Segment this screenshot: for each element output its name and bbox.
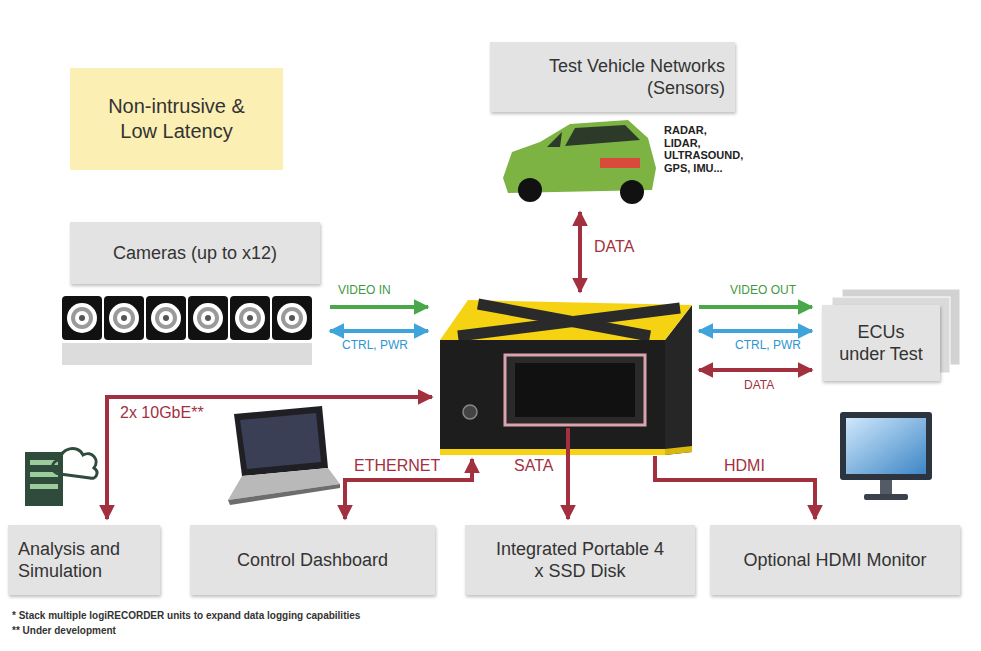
camera-icon xyxy=(272,296,312,340)
footnote: * Stack multiple logiRECORDER units to e… xyxy=(12,610,360,622)
device-stripe xyxy=(458,308,680,336)
device-rim xyxy=(665,446,692,455)
laptop-screen xyxy=(234,406,328,476)
footnote: ** Under development xyxy=(12,625,116,637)
analysis-box: Analysis and Simulation xyxy=(8,525,160,595)
control-arrow xyxy=(330,329,428,333)
interface-label: ETHERNET xyxy=(352,457,442,475)
cloud-outline xyxy=(53,449,97,479)
box-label: Non-intrusive & Low Latency xyxy=(102,94,252,144)
sata-arrow xyxy=(566,428,570,519)
camera-icon xyxy=(230,296,270,340)
device-bay-inner xyxy=(515,363,635,417)
ecu-box: ECUs under Test xyxy=(822,305,940,381)
car-wheel xyxy=(620,180,644,204)
car-window xyxy=(565,125,640,146)
interface-label: SATA xyxy=(512,457,555,475)
server-slot xyxy=(30,484,58,489)
camera-reflection xyxy=(62,343,312,365)
storage-box: Integrated Portable 4 x SSD Disk xyxy=(465,525,695,595)
device-rim xyxy=(440,449,665,455)
device-top xyxy=(440,300,692,340)
box-label: Analysis and Simulation xyxy=(18,538,146,583)
camera-icon xyxy=(104,296,144,340)
monitor-base xyxy=(864,494,908,500)
camera-icon xyxy=(146,296,186,340)
reflection-band xyxy=(62,343,312,365)
laptop-icon xyxy=(228,406,340,505)
video-arrow xyxy=(330,305,428,309)
video-arrow xyxy=(699,305,812,309)
control-arrow xyxy=(699,329,812,333)
dashboard-box: Control Dashboard xyxy=(190,525,435,595)
box-label: Test Vehicle Networks (Sensors) xyxy=(547,55,725,100)
signal-label: CTRL, PWR xyxy=(733,339,803,353)
monitor-stand xyxy=(880,480,892,494)
camera-icon xyxy=(188,296,228,340)
box-label: Control Dashboard xyxy=(237,549,388,572)
car-light xyxy=(600,158,640,168)
camera-box: Cameras (up to x12) xyxy=(70,222,320,284)
data-arrow xyxy=(699,368,812,372)
box-label: Cameras (up to x12) xyxy=(113,242,277,265)
laptop-display xyxy=(240,413,321,469)
feature-callout: Non-intrusive & Low Latency xyxy=(70,68,283,170)
box-label: Integrated Portable 4 x SSD Disk xyxy=(493,538,668,583)
cloud-server-icon xyxy=(25,449,97,506)
box-label: Optional HDMI Monitor xyxy=(743,549,926,572)
sensor-list: RADAR, LIDAR, ULTRASOUND, GPS, IMU... xyxy=(664,124,743,175)
monitor-screen xyxy=(846,418,926,474)
signal-label: CTRL, PWR xyxy=(340,339,410,353)
box-label: ECUs under Test xyxy=(834,321,928,366)
signal-label: VIDEO OUT xyxy=(728,284,798,298)
interface-label: 2x 10GbE** xyxy=(118,404,206,422)
hdmi-arrow xyxy=(655,456,815,519)
device-front xyxy=(440,340,665,452)
car-wheel xyxy=(518,178,542,202)
monitor-icon xyxy=(840,412,932,500)
signal-label: DATA xyxy=(742,379,776,393)
power-button xyxy=(463,405,477,419)
device-bay xyxy=(505,355,645,425)
car-window xyxy=(547,132,562,147)
monitor-frame xyxy=(840,412,932,480)
signal-label: DATA xyxy=(592,238,636,256)
sensor-network-box: Test Vehicle Networks (Sensors) xyxy=(490,42,735,112)
laptop-edge xyxy=(228,484,340,505)
test-vehicle xyxy=(503,120,656,204)
signal-label: VIDEO IN xyxy=(336,284,393,298)
data-arrow xyxy=(578,212,582,292)
signal-arrows xyxy=(107,212,815,519)
camera-row xyxy=(62,296,312,340)
camera-icon xyxy=(62,296,102,340)
monitor-box: Optional HDMI Monitor xyxy=(710,525,960,595)
interface-label: HDMI xyxy=(722,457,767,475)
